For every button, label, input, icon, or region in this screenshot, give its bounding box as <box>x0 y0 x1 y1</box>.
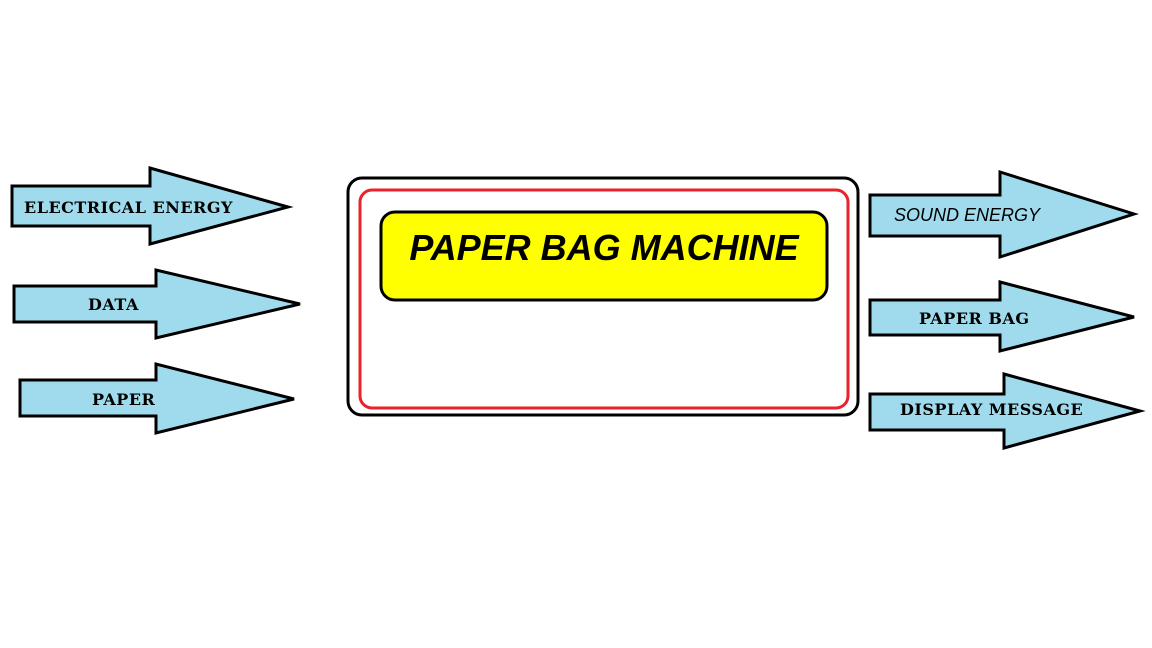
machine-title: PAPER BAG MACHINE <box>409 227 799 268</box>
output-arrow-display-message: DISPLAY MESSAGE <box>868 372 1146 450</box>
output-arrow-shape <box>868 372 1146 450</box>
input-arrow-shape <box>18 362 295 435</box>
input-arrow-data: DATA <box>12 268 301 340</box>
input-label-electrical-energy: ELECTRICAL ENERGY <box>24 198 233 217</box>
machine-inner-frame <box>358 188 850 410</box>
output-arrow-sound-energy: SOUND ENERGY <box>868 169 1139 260</box>
input-label-paper: PAPER <box>92 390 156 409</box>
output-label-sound-energy: SOUND ENERGY <box>894 205 1042 225</box>
output-label-display-message: DISPLAY MESSAGE <box>900 400 1083 419</box>
input-label-data: DATA <box>88 295 139 314</box>
output-arrow-shape <box>868 280 1135 353</box>
output-arrow-paper-bag: PAPER BAG <box>868 280 1135 353</box>
input-arrow-shape <box>12 268 301 340</box>
input-arrow-paper: PAPER <box>18 362 295 435</box>
machine-block: PAPER BAG MACHINE <box>346 176 860 417</box>
output-arrow-shape <box>868 169 1139 260</box>
machine-title-box <box>379 210 829 302</box>
output-label-paper-bag: PAPER BAG <box>919 309 1029 328</box>
input-arrow-electrical-energy: ELECTRICAL ENERGY <box>10 166 294 246</box>
input-arrow-shape <box>10 166 294 246</box>
